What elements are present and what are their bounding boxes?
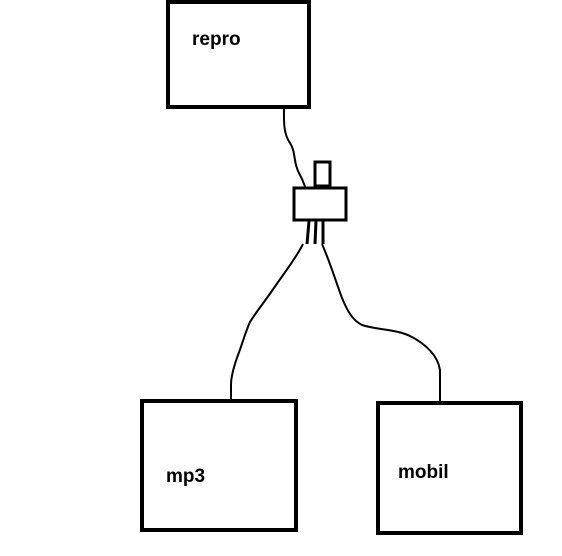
repro-label: repro (192, 29, 241, 50)
mobil-label: mobil (398, 462, 449, 483)
splitter-pin-left (305, 220, 311, 245)
mobil-box: mobil (376, 401, 523, 535)
mp3-box: mp3 (140, 399, 298, 532)
repro-box: repro (166, 0, 311, 109)
splitter-adapter-icon (292, 160, 348, 245)
splitter-plug-tab (313, 160, 332, 188)
splitter-pin-middle (313, 220, 318, 245)
wire-splitter-to-mp3 (230, 243, 304, 399)
splitter-body (292, 186, 348, 222)
wire-splitter-to-mobil (321, 243, 441, 401)
mp3-label: mp3 (166, 466, 206, 487)
